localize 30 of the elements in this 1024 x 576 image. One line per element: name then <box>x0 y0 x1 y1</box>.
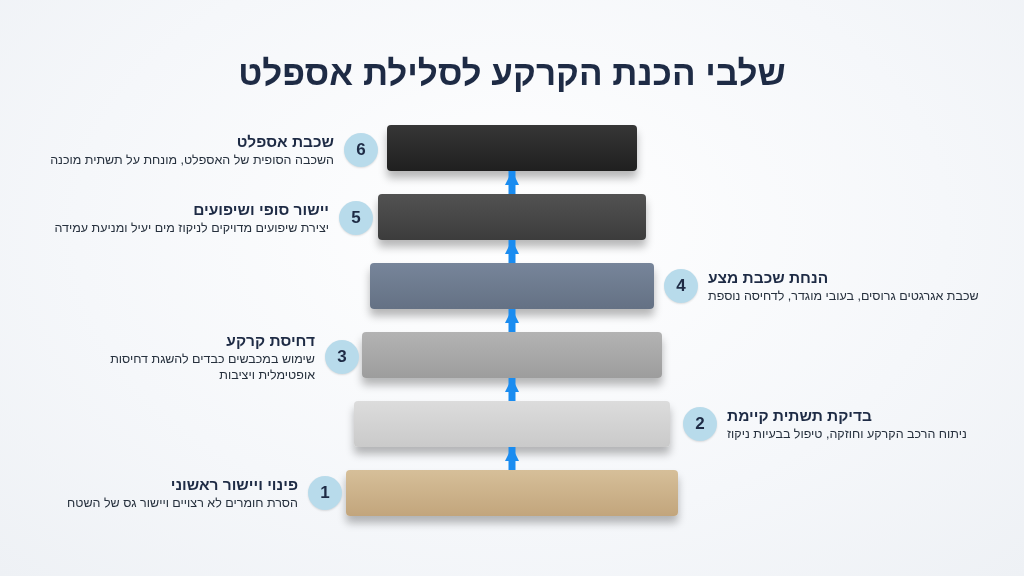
step-title: הנחת שכבת מצע <box>708 268 829 288</box>
arrow <box>505 171 519 194</box>
step-title: דחיסת קרקע <box>226 331 315 351</box>
step-description: שכבת אגרגטים גרוסים, בעובי מוגדר, לדחיסה נוספת <box>708 288 979 304</box>
layer-bar <box>370 263 654 309</box>
step-title: שכבת אספלט <box>236 132 334 152</box>
arrow <box>505 378 519 401</box>
step-number: 3 <box>325 340 359 374</box>
layer-bar <box>378 194 646 240</box>
layer-bar <box>354 401 670 447</box>
layer-bar <box>362 332 662 378</box>
layer-bar <box>346 470 678 516</box>
step-number: 2 <box>683 407 717 441</box>
arrow <box>505 309 519 332</box>
layer-bar <box>387 125 637 171</box>
arrow <box>505 240 519 263</box>
step-description: שימוש במכבשים כבדים להשגת דחיסות אופטימלית ויציבות <box>109 351 315 383</box>
arrow <box>505 447 519 470</box>
step-title: פינוי ויישור ראשוני <box>170 475 298 495</box>
step-number: 5 <box>339 201 373 235</box>
step-description: יצירת שיפועים מדויקים לניקוז מים יעיל ומניעת עמידה <box>54 220 329 236</box>
step-number: 6 <box>344 133 378 167</box>
step-title: בדיקת תשתית קיימת <box>727 406 872 426</box>
step-description: ניתוח הרכב הקרקע וחוזקה, טיפול בבעיות ניקוז <box>727 426 967 442</box>
step-number: 4 <box>664 269 698 303</box>
step-number: 1 <box>308 476 342 510</box>
step-description: השכבה הסופית של האספלט, מונחת על תשתית מוכנה <box>50 152 334 168</box>
step-description: הסרת חומרים לא רצויים ויישור גס של השטח <box>67 495 298 511</box>
diagram-title: שלבי הכנת הקרקע לסלילת אספלט <box>238 52 786 94</box>
step-title: יישור סופי ושיפועים <box>193 200 329 220</box>
